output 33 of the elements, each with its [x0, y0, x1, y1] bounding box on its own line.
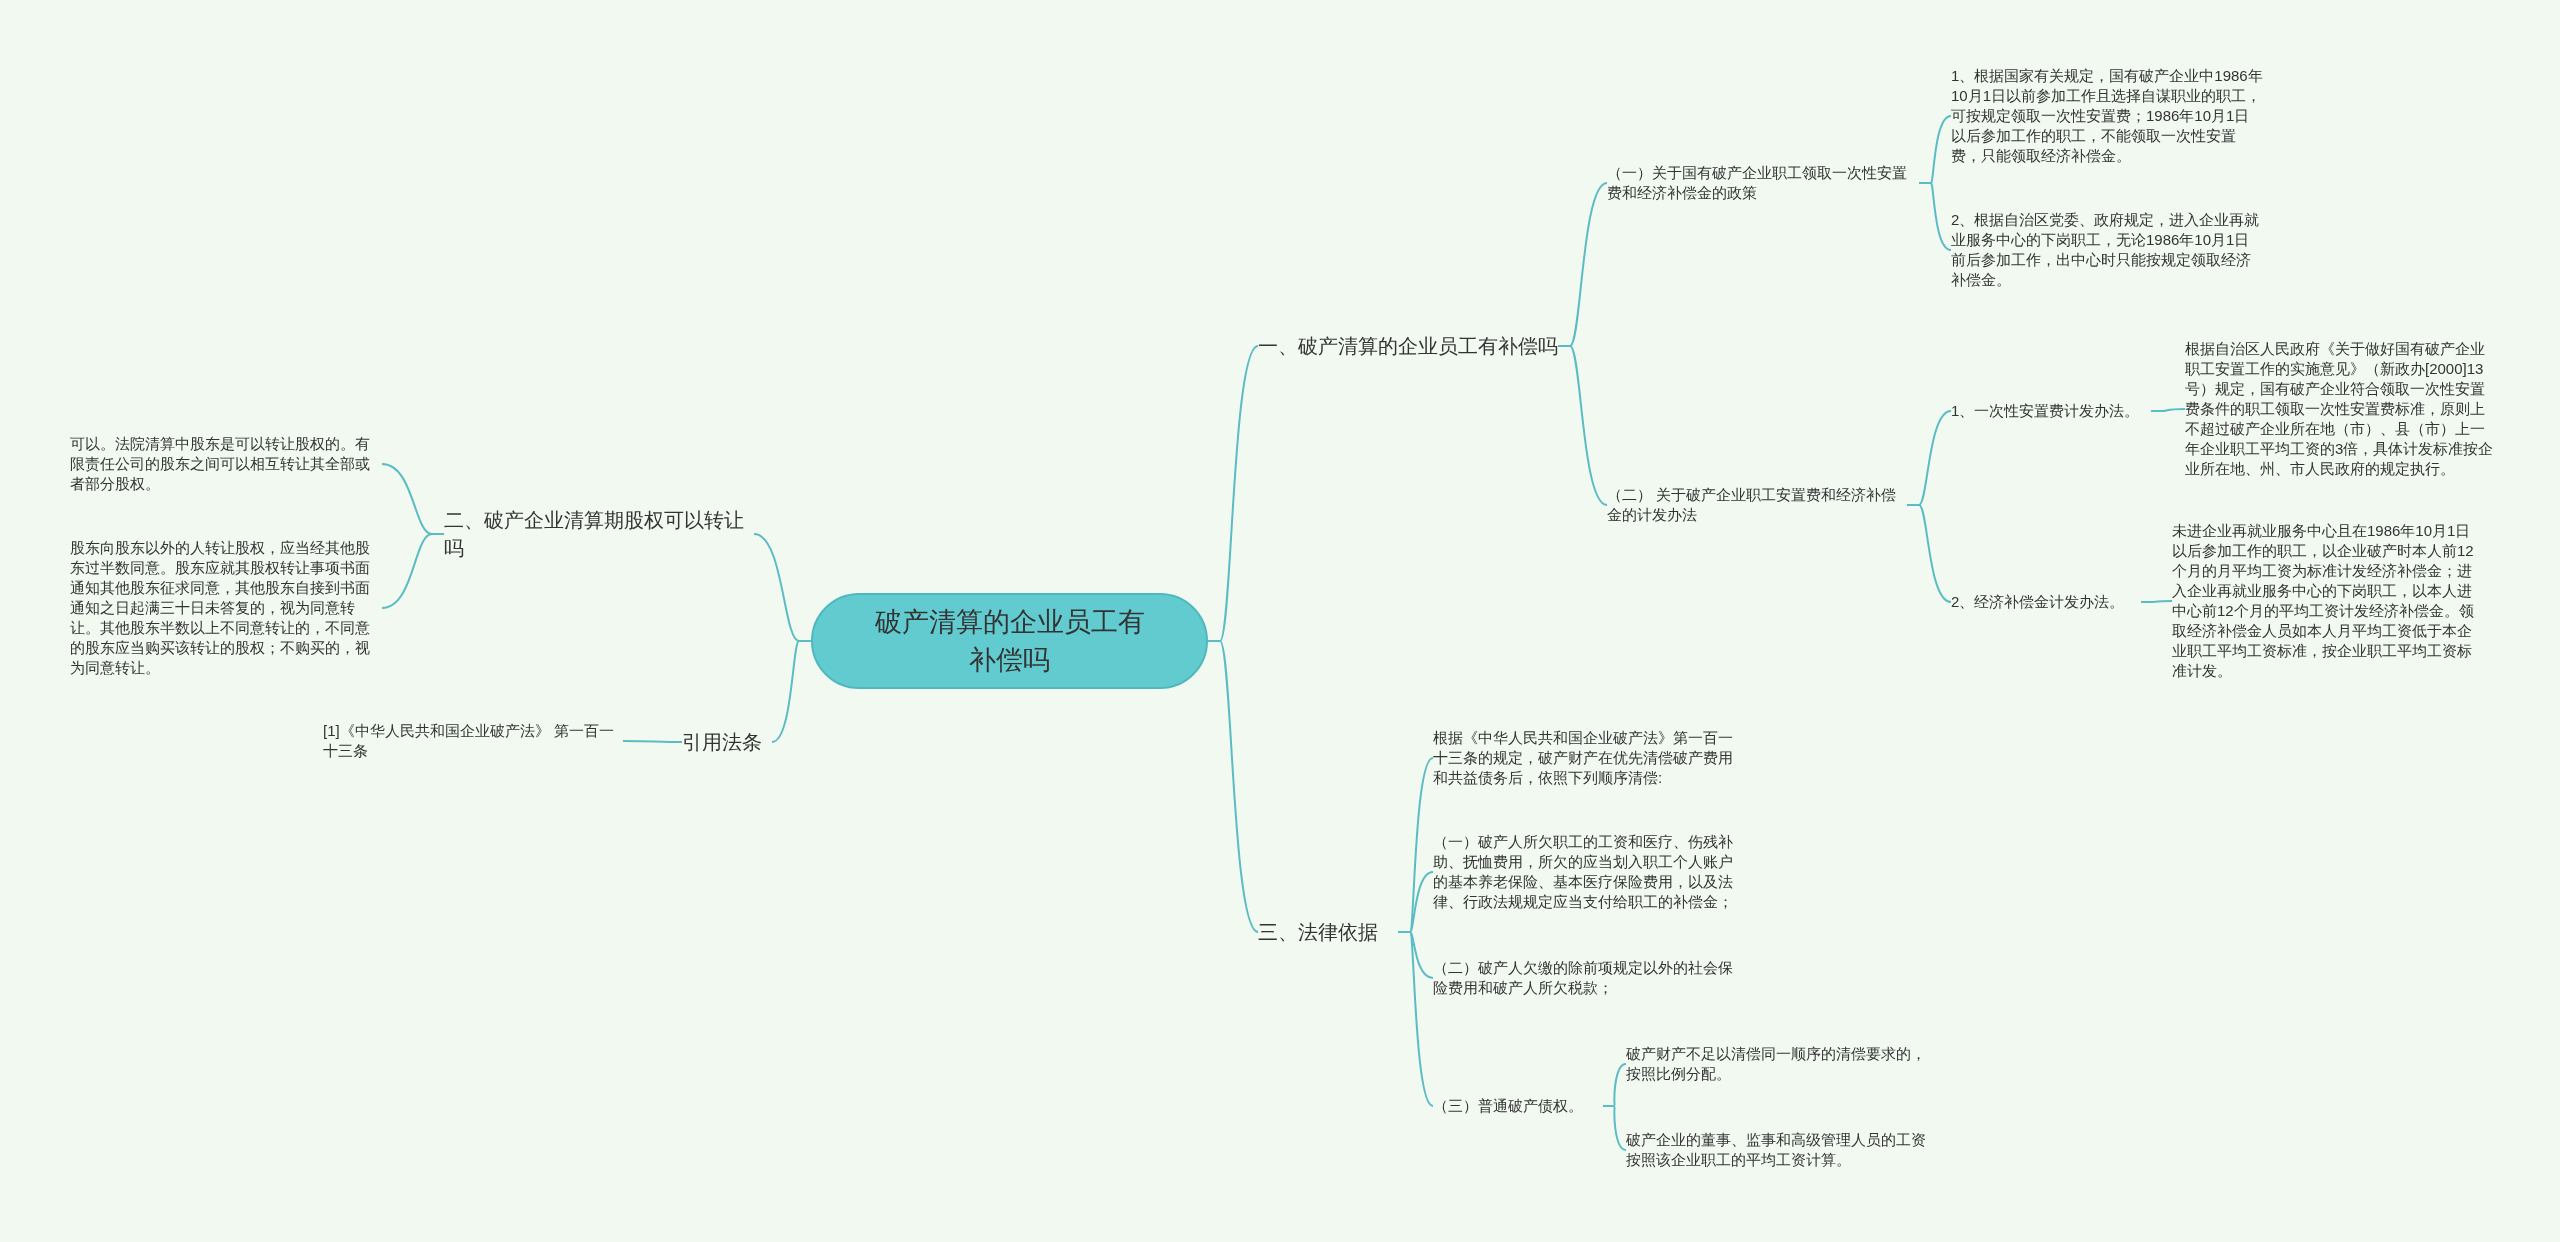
branch-topic: 引用法条: [682, 728, 772, 756]
topic-text: 根据《中华人民共和国企业破产法》第一百一十三条的规定，破产财产在优先清偿破产费用和共益债务后，依照下列顺序清偿:: [1433, 728, 1745, 788]
topic-text: [1]《中华人民共和国企业破产法》 第一百一十三条: [323, 721, 623, 761]
connector-line: [622, 740, 683, 743]
topic-text: （二） 关于破产企业职工安置费和经济补偿金的计发办法: [1607, 485, 1907, 525]
topic-text: （二）破产人欠缴的除前项规定以外的社会保险费用和破产人所欠税款；: [1433, 958, 1745, 998]
connector-line: [1397, 931, 1434, 1107]
topic-text: 根据自治区人民政府《关于做好国有破产企业职工安置工作的实施意见》（新政办[2000]13号）规定，国有破产企业符合领取一次性安置费条件的职工领取一次性安置费标准，原则上不超过破产企业所在地（市）、县（市）上一年企业职工平均工资的3倍，具体计发标准按企业所在地、州、市人民政府的规定执行。: [2185, 339, 2497, 479]
topic-text: 2、经济补偿金计发办法。: [1951, 592, 2141, 612]
connector-line: [381, 533, 445, 609]
topic-text: 股东向股东以外的人转让股权，应当经其他股东过半数同意。股东应就其股权转让事项书面通知其他股东征求同意，其他股东自接到书面通知之日起满三十日未答复的，视为同意转让。其他股东半数以上不同意转让的，不同意的股东应当购买该转让的股权；不购买的，视为同意转让。: [70, 538, 382, 678]
topic-text: 可以。法院清算中股东是可以转让股权的。有限责任公司的股东之间可以相互转让其全部或者部分股权。: [70, 434, 382, 494]
connector-line: [1557, 345, 1608, 506]
topic-text: （三）普通破产债权。: [1433, 1096, 1603, 1116]
topic-text: 1、根据国家有关规定，国有破产企业中1986年10月1日以前参加工作且选择自谋职业的职工，可按规定领取一次性安置费；1986年10月1日以后参加工作的职工，不能领取一次性安置费，只能领取经济补偿金。: [1951, 66, 2263, 166]
connector-line: [2150, 408, 2186, 412]
central-topic: 破产清算的企业员工有补偿吗: [811, 593, 1208, 689]
topic-text: （一）破产人所欠职工的工资和医疗、伤残补助、抚恤费用，所欠的应当划入职工个人账户的基本养老保险、基本医疗保险费用，以及法律、行政法规规定应当支付给职工的补偿金；: [1433, 832, 1745, 912]
branch-topic: 三、法律依据: [1258, 918, 1398, 946]
topic-text: 破产财产不足以清偿同一顺序的清偿要求的，按照比例分配。: [1626, 1044, 1938, 1084]
branch-topic: 一、破产清算的企业员工有补偿吗: [1258, 332, 1558, 360]
branch-topic: 二、破产企业清算期股权可以转让吗: [444, 506, 754, 562]
topic-text: （一）关于国有破产企业职工领取一次性安置费和经济补偿金的政策: [1607, 163, 1919, 203]
connector-line: [1602, 1105, 1627, 1151]
topic-text: 1、一次性安置费计发办法。: [1951, 401, 2151, 421]
topic-text: 未进企业再就业服务中心且在1986年10月1日以后参加工作的职工，以企业破产时本人前12个月的月平均工资为标准计发经济补偿金；进入企业再就业服务中心的下岗职工，以本人进中心前12个月的平均工资计发经济补偿金。领取经济补偿金人员如本人月平均工资低于本企业职工平均工资标准，按企业职工平均工资标准计发。: [2172, 521, 2484, 681]
topic-text: 2、根据自治区党委、政府规定，进入企业再就业服务中心的下岗职工，无论1986年10月1日前后参加工作，出中心时只能按规定领取经济补偿金。: [1951, 210, 2263, 290]
connector-line: [2140, 600, 2173, 603]
connector-line: [1207, 640, 1259, 933]
connector-line: [1906, 504, 1952, 603]
connector-line: [1918, 182, 1952, 251]
topic-text: 破产企业的董事、监事和高级管理人员的工资按照该企业职工的平均工资计算。: [1626, 1130, 1938, 1170]
connector-line: [771, 640, 812, 743]
